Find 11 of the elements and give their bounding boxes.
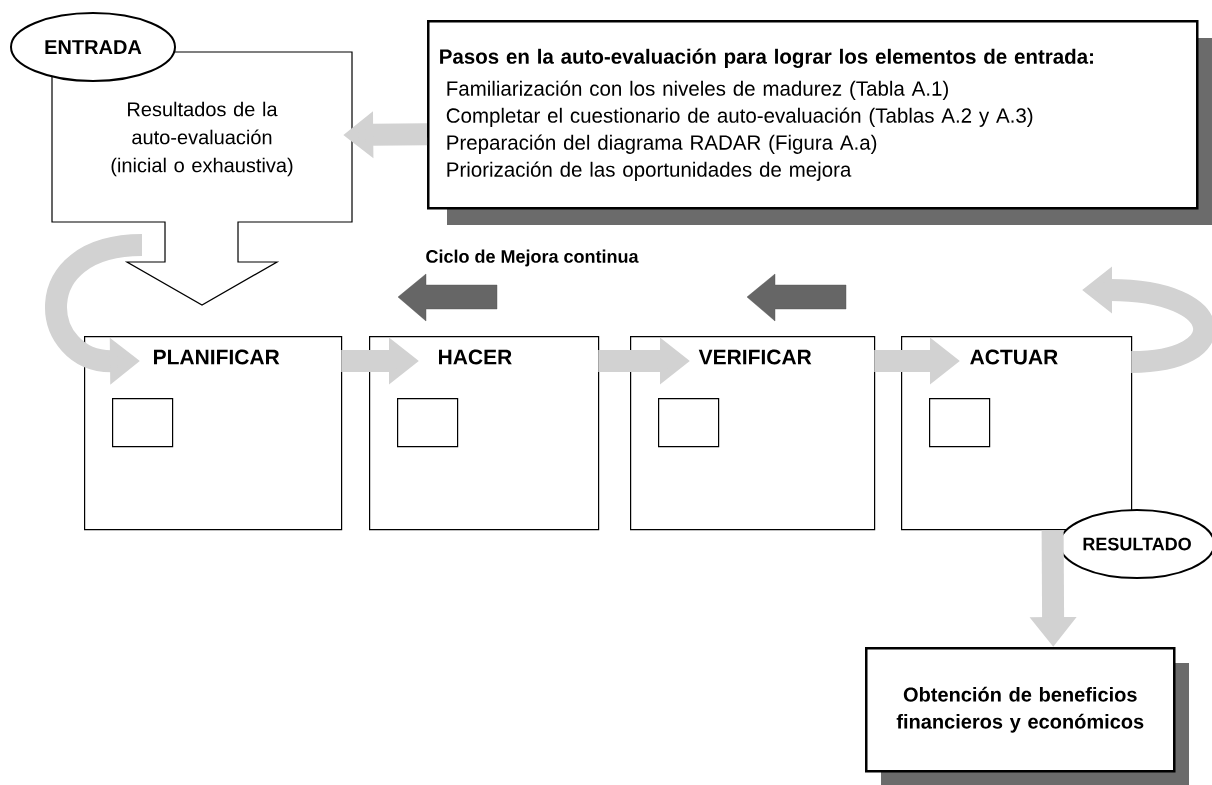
text-box: Pasos en la auto-evaluación para lograr los elementos de entrada: Familiarización con los niveles de madurez (Tabla A.1) Completar el cuestionario de auto-evaluación (Tablas A.2 y A.3) Preparación del diagrama RADAR (Figura A.a) Priorización de las oportunidades de mejora bbox=[427, 20, 1212, 225]
stage-box: HACER bbox=[369, 336, 600, 531]
empty-box bbox=[112, 398, 174, 448]
cycle-title: Ciclo de Mejora continua bbox=[426, 249, 639, 267]
stage-box: PLANIFICAR bbox=[84, 336, 343, 531]
empty-box bbox=[929, 398, 991, 448]
result-box: Obtención de beneficios financieros y económicos bbox=[865, 647, 1189, 785]
node-label: RESULTADO bbox=[1083, 537, 1191, 551]
stage-box: VERIFICAR bbox=[630, 336, 876, 531]
empty-box bbox=[658, 398, 720, 448]
empty-box bbox=[397, 398, 459, 448]
